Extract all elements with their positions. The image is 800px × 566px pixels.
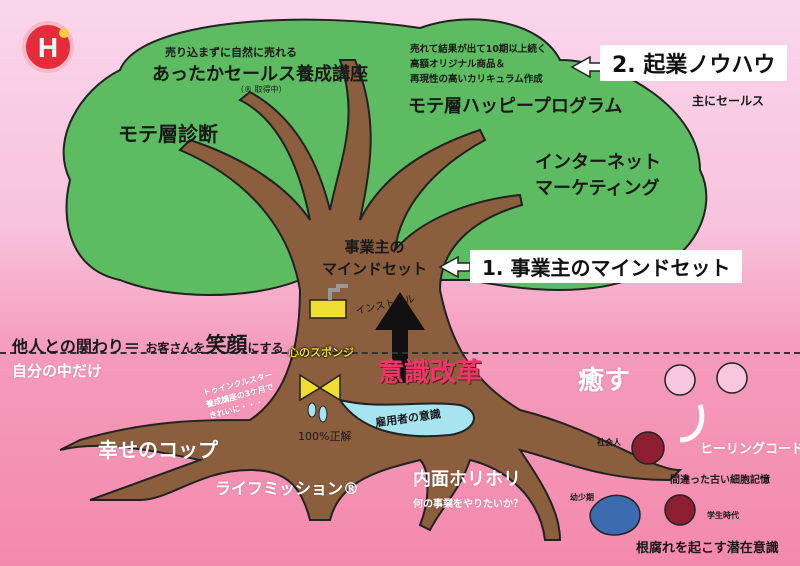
happy-face-icon <box>664 362 748 396</box>
germ-icon <box>631 431 696 526</box>
relations-label: 他人との関わり＝ お客さんを笑顔にする <box>12 329 284 359</box>
happy-program: モテ層ハッピープログラム <box>408 96 623 117</box>
trunk-mindset-line: マインドセット <box>322 260 428 278</box>
happy-cup-label: 幸せのコップ <box>98 438 218 462</box>
curved-arrow-icon <box>679 404 705 443</box>
wrong-memory-label: 間違った古い細胞記憶 <box>670 475 770 486</box>
program-desc-line: 再現性の高いカリキュラム作成 <box>410 74 543 85</box>
relations-part: 他人との関わり＝ <box>12 337 140 356</box>
relations-part: にする <box>247 341 284 355</box>
sponge-icon <box>309 284 348 319</box>
program-description: 売れて結果が出て10期以上続く 高額オリジナル商品＆ 再現性の高いカリキュラム作… <box>410 42 546 87</box>
up-arrow-icon <box>375 292 425 383</box>
internet-marketing: インターネット マーケティング <box>535 150 661 202</box>
heal-label: 癒す <box>578 366 631 396</box>
student-label: 学生時代 <box>707 511 739 520</box>
sales-course-title: あったかセールス養成講座 <box>152 64 368 85</box>
sales-course-note: （® 取得中） <box>236 85 287 94</box>
life-mission-label: ライフミッション® <box>215 479 360 498</box>
self-only-label: 自分の中だけ <box>12 362 103 380</box>
blue-blob-icon <box>589 494 641 536</box>
trunk-mindset-line: 事業主の <box>344 238 405 256</box>
ribbon-icon <box>299 373 341 402</box>
water-drops-icon <box>307 402 328 423</box>
knowhow-sub: 主にセールス <box>692 94 765 108</box>
program-desc-line: 高額オリジナル商品＆ <box>410 59 506 70</box>
mindset-label: 1. 事業主のマインドセット <box>470 250 743 283</box>
internet-marketing-line: インターネット <box>535 152 661 173</box>
subconscious-label: 根腐れを起こす潜在意識 <box>636 541 779 556</box>
mote-diagnosis: モテ層診断 <box>118 122 218 146</box>
sponge-label: 心のスポンジ <box>288 346 354 359</box>
internet-marketing-line: マーケティング <box>535 178 660 199</box>
svg-text:H: H <box>38 32 58 63</box>
tree-trunk <box>59 59 683 541</box>
sales-course-subtitle: 売り込まずに自然に売れる <box>165 46 297 59</box>
trunk-mindset: 事業主の マインドセット <box>322 236 427 280</box>
inner-label: 内面ホリホリ <box>413 469 521 490</box>
healing-code-label: ヒーリングコード <box>700 442 800 457</box>
childhood-label: 幼少期 <box>570 493 594 502</box>
inner-sub: 何の事業をやりたいか？ <box>413 499 523 510</box>
correct-label: 100%正解 <box>298 430 352 443</box>
adult-label: 社会人 <box>597 438 621 447</box>
relations-smile: 笑顔 <box>205 333 248 357</box>
reform-label: 意識改革 <box>378 358 483 388</box>
logo: H <box>22 21 74 73</box>
divider-line <box>0 352 800 354</box>
relations-part: お客さんを <box>145 341 206 355</box>
knowhow-label: 2. 起業ノウハウ <box>600 45 788 81</box>
employee-bubble <box>337 398 475 438</box>
program-desc-line: 売れて結果が出て10期以上続く <box>410 44 547 55</box>
